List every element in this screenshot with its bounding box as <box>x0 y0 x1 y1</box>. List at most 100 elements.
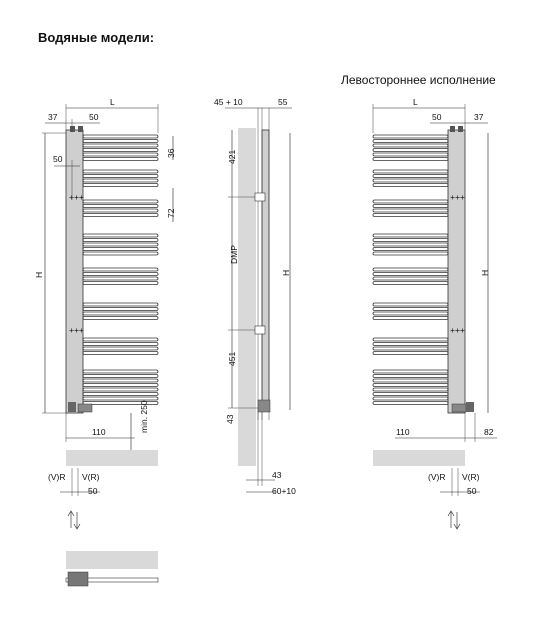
radiator-bar <box>82 148 159 152</box>
radiator-bar <box>372 342 449 346</box>
radiator-bar <box>372 392 449 396</box>
radiator-bar <box>372 178 449 183</box>
wall-plan <box>66 551 158 569</box>
radiator-bar <box>372 272 449 276</box>
radiator-bar <box>82 169 159 174</box>
floor <box>66 450 158 466</box>
floor-right <box>373 450 465 466</box>
dim-43-side: 43 <box>225 414 235 424</box>
radiator-bar <box>372 251 449 256</box>
radiator-bar <box>82 396 159 401</box>
radiator-bar <box>82 213 159 217</box>
radiator-bar <box>82 337 159 342</box>
dim-50-inner: 50 <box>53 154 63 164</box>
wall <box>238 128 256 466</box>
valve-plan <box>67 571 89 587</box>
dim-50-right: 50 <box>432 112 442 122</box>
radiator-bar <box>372 267 449 272</box>
radiator-bar <box>372 316 449 320</box>
dim-dmp: DMP <box>229 245 239 264</box>
dim-50-pipe: 50 <box>88 486 98 496</box>
label-vr-left-r: (V)R <box>428 472 445 482</box>
dim-72: 72 <box>166 208 176 218</box>
mount-mark: +++ <box>69 325 84 335</box>
dim-H: H <box>34 272 44 278</box>
radiator-bar <box>82 351 159 355</box>
dim-110-right: 110 <box>396 427 410 437</box>
radiator-bar <box>372 281 449 285</box>
radiator-bar <box>372 387 449 392</box>
radiator-bar <box>82 281 159 285</box>
dim-451: 451 <box>227 352 237 366</box>
dim-36: 36 <box>166 148 176 158</box>
radiator-bar <box>82 174 159 178</box>
label-vr-right: V(R) <box>82 472 100 482</box>
dim-55: 55 <box>278 97 288 107</box>
radiator-bar <box>372 152 449 157</box>
radiator-bar <box>82 272 159 276</box>
radiator-bar <box>82 238 159 242</box>
dim-421: 421 <box>227 150 237 164</box>
radiator-bar <box>82 346 159 351</box>
radiator-bar <box>82 152 159 157</box>
radiator-bar <box>372 169 449 174</box>
radiator-bar <box>372 213 449 217</box>
valve-right <box>77 403 93 413</box>
radiator-bar <box>372 401 449 405</box>
dim-82: 82 <box>484 427 494 437</box>
radiator-bar <box>82 276 159 281</box>
radiator-bar <box>82 233 159 238</box>
dim-50: 50 <box>89 112 99 122</box>
radiator-bar <box>82 199 159 204</box>
radiator-bar <box>372 396 449 401</box>
radiator-bar <box>82 383 159 387</box>
radiator-column-right <box>447 129 466 414</box>
radiator-bar <box>82 316 159 320</box>
radiator-bar <box>372 157 449 161</box>
mount-mark-right: +++ <box>450 325 465 335</box>
radiator-bar <box>372 302 449 307</box>
radiator-bar <box>372 148 449 152</box>
bracket-bottom <box>254 325 266 335</box>
dim-37-right: 37 <box>474 112 484 122</box>
radiator-bar <box>372 311 449 316</box>
radiator-bar <box>82 242 159 247</box>
radiator-bar <box>82 139 159 143</box>
radiator-bar <box>82 387 159 392</box>
mount-mark: +++ <box>69 192 84 202</box>
subtitle-left-version: Левостороннее исполнение <box>341 73 496 87</box>
radiator-bar <box>372 208 449 213</box>
radiator-bars-right <box>372 134 449 405</box>
radiator-bar <box>372 346 449 351</box>
radiator-bar <box>82 378 159 383</box>
radiator-bar <box>372 233 449 238</box>
radiator-bar <box>372 199 449 204</box>
radiator-bar <box>372 139 449 143</box>
dim-45-10: 45 + 10 <box>214 97 243 107</box>
dim-L-right: L <box>413 97 418 107</box>
radiator-bar <box>82 251 159 256</box>
radiator-bar <box>372 134 449 139</box>
radiator-bar <box>372 174 449 178</box>
dim-37: 37 <box>48 112 58 122</box>
front-view-left-hand: +++ +++ L 50 37 H 110 82 (V)R V(R) 50 <box>372 97 497 530</box>
dim-min250: min. 250 <box>139 400 149 433</box>
radiator-bar <box>82 401 159 405</box>
radiator-bars <box>82 134 159 405</box>
radiator-bar <box>372 204 449 208</box>
radiator-bar <box>82 247 159 251</box>
dim-50-pipe-right: 50 <box>467 486 477 496</box>
label-vr-right-r: V(R) <box>462 472 480 482</box>
dim-L: L <box>110 97 115 107</box>
side-view: 45 + 10 55 421 DMP 451 43 H 43 60+10 <box>214 97 296 496</box>
radiator-bar <box>82 302 159 307</box>
radiator-bar <box>372 337 449 342</box>
radiator-bar <box>82 392 159 396</box>
radiator-bar <box>372 307 449 311</box>
radiator-bar <box>82 311 159 316</box>
radiator-bar <box>372 276 449 281</box>
dim-H-right: H <box>480 270 490 276</box>
radiator-bar <box>82 183 159 187</box>
radiator-bar <box>372 374 449 378</box>
